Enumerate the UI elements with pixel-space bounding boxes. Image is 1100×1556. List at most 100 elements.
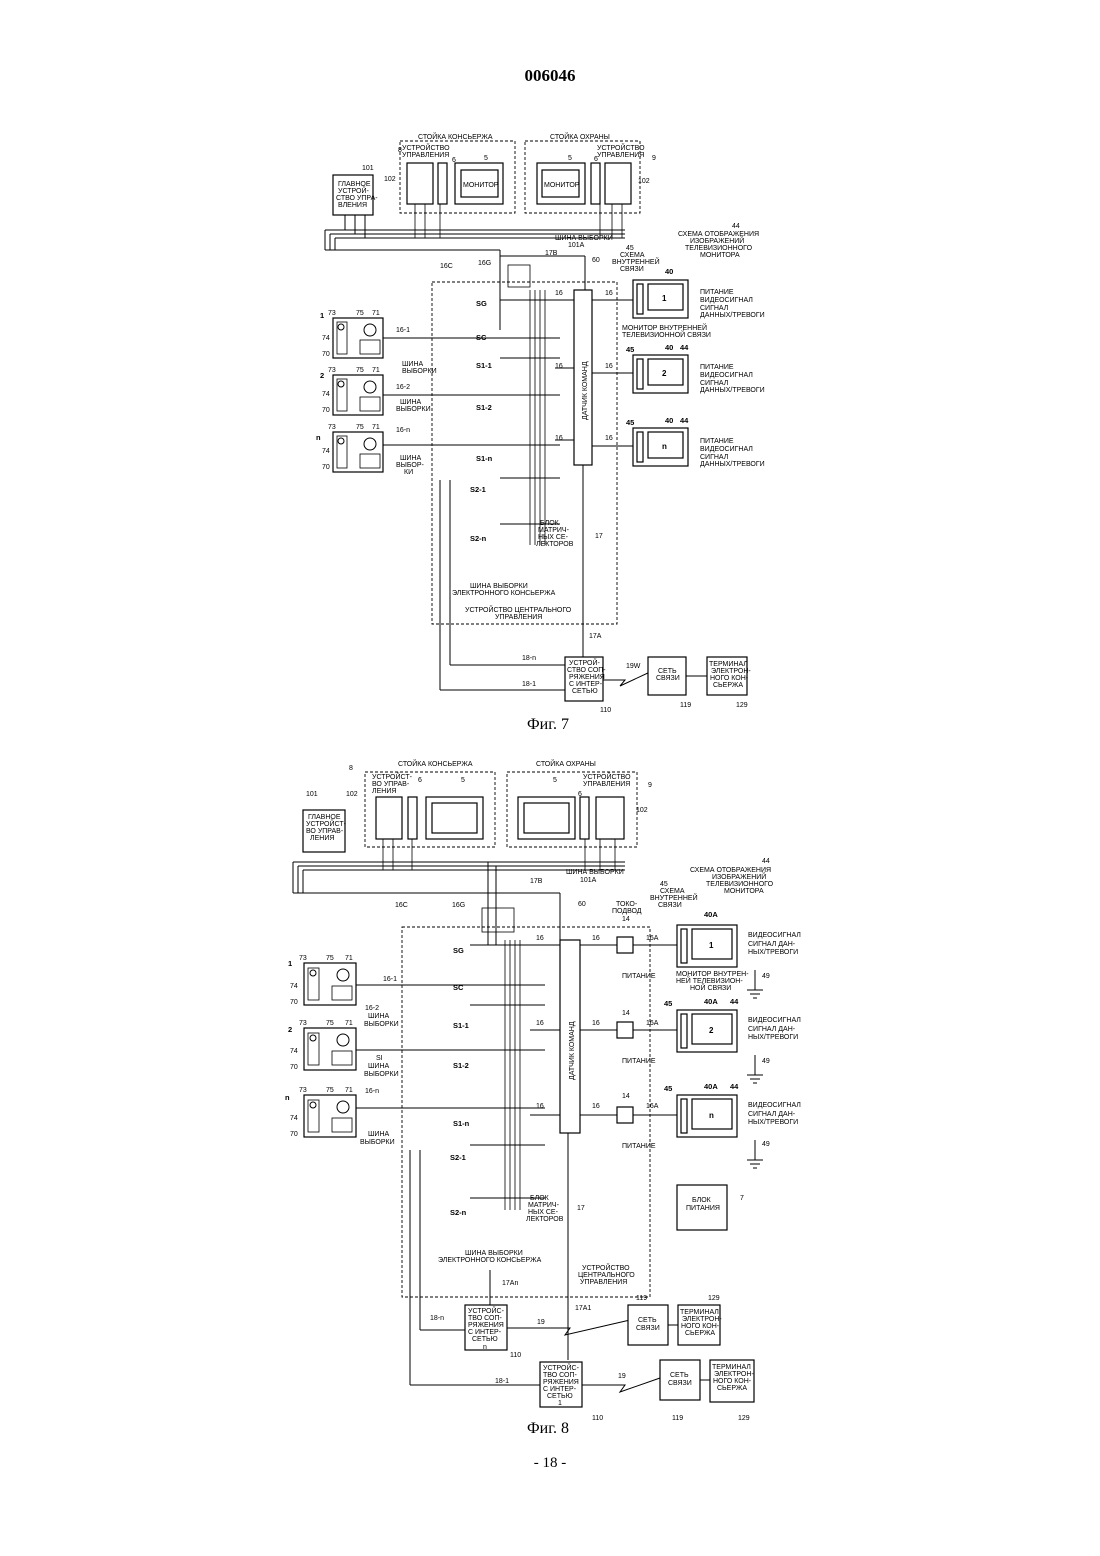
svg-text:70: 70 — [322, 351, 330, 358]
svg-text:ЭЛЕКТРОННОГО КОНСЬЕРЖА: ЭЛЕКТРОННОГО КОНСЬЕРЖА — [438, 1257, 542, 1264]
svg-text:S1-2: S1-2 — [476, 403, 492, 412]
svg-text:ШИНА: ШИНА — [400, 455, 422, 462]
svg-text:ВИДЕОСИГНАЛ: ВИДЕОСИГНАЛ — [700, 372, 753, 379]
svg-text:7: 7 — [740, 1195, 744, 1202]
svg-text:6: 6 — [418, 777, 422, 784]
svg-text:129: 129 — [736, 702, 748, 709]
svg-text:РЯЖЕНИЯ: РЯЖЕНИЯ — [569, 674, 605, 681]
svg-text:70: 70 — [322, 407, 330, 414]
svg-text:ПИТАНИЕ: ПИТАНИЕ — [700, 364, 734, 371]
svg-text:СИГНАЛ: СИГНАЛ — [700, 380, 729, 387]
figure-7-caption: Фиг. 7 — [527, 716, 569, 734]
svg-text:2: 2 — [320, 371, 324, 380]
svg-text:44: 44 — [680, 343, 689, 352]
fig7-monitor-2: 2 45 40 44 — [626, 343, 689, 393]
svg-text:71: 71 — [372, 367, 380, 374]
svg-text:РЯЖЕНИЯ: РЯЖЕНИЯ — [468, 1322, 504, 1329]
svg-text:60: 60 — [578, 901, 586, 908]
svg-text:ДАННЫХ/ТРЕВОГИ: ДАННЫХ/ТРЕВОГИ — [700, 312, 765, 319]
svg-text:75: 75 — [326, 955, 334, 962]
svg-text:73: 73 — [328, 310, 336, 317]
svg-text:16G: 16G — [452, 902, 465, 909]
svg-text:СВЯЗИ: СВЯЗИ — [620, 266, 644, 273]
svg-text:УСТРОЙСТ-: УСТРОЙСТ- — [372, 772, 413, 781]
fig7-selector-switches — [500, 290, 574, 545]
svg-text:ЛЕНИЯ: ЛЕНИЯ — [310, 835, 334, 842]
svg-text:16-1: 16-1 — [383, 976, 397, 983]
fig7-station-1: 1 73 75 71 74 70 — [320, 310, 383, 358]
svg-text:40: 40 — [665, 416, 673, 425]
svg-text:44: 44 — [762, 858, 770, 865]
svg-text:ТОКО-: ТОКО- — [616, 901, 638, 908]
svg-text:УСТРОЙСТ-: УСТРОЙСТ- — [306, 819, 347, 828]
svg-text:49: 49 — [762, 1058, 770, 1065]
svg-text:40A: 40A — [704, 1082, 718, 1091]
svg-text:S2-1: S2-1 — [470, 485, 486, 494]
svg-text:16: 16 — [592, 1103, 600, 1110]
svg-text:НЫХ СЕ-: НЫХ СЕ- — [538, 534, 569, 541]
svg-text:110: 110 — [600, 707, 611, 714]
svg-text:16G: 16G — [478, 260, 491, 267]
svg-text:БЛОК: БЛОК — [530, 1195, 550, 1202]
svg-text:44: 44 — [680, 416, 689, 425]
svg-text:ДАННЫХ/ТРЕВОГИ: ДАННЫХ/ТРЕВОГИ — [700, 461, 765, 468]
svg-text:ВИДЕОСИГНАЛ: ВИДЕОСИГНАЛ — [700, 297, 753, 304]
svg-text:16: 16 — [536, 1103, 544, 1110]
svg-text:СЕТЬ: СЕТЬ — [658, 668, 677, 675]
svg-text:КИ: КИ — [404, 469, 413, 476]
svg-text:МОНИТОРА: МОНИТОРА — [724, 888, 764, 895]
svg-text:СЬЕРЖА: СЬЕРЖА — [713, 682, 743, 689]
svg-text:49: 49 — [762, 1141, 770, 1148]
svg-text:16: 16 — [605, 363, 613, 370]
svg-text:ПИТАНИЕ: ПИТАНИЕ — [622, 1143, 656, 1150]
svg-text:ДАТЧИК КОМАНД: ДАТЧИК КОМАНД — [582, 361, 589, 420]
security-stand-label: СТОЙКА ОХРАНЫ — [550, 132, 610, 141]
svg-text:9: 9 — [648, 782, 652, 789]
svg-text:1: 1 — [320, 311, 324, 320]
svg-text:ТЕРМИНАЛ: ТЕРМИНАЛ — [709, 661, 748, 668]
svg-text:119: 119 — [672, 1415, 683, 1422]
svg-text:УСТРОЙ-: УСТРОЙ- — [569, 658, 601, 667]
svg-text:УСТРОЙСТВО: УСТРОЙСТВО — [583, 772, 631, 781]
svg-text:НОГО КОН-: НОГО КОН- — [713, 1378, 752, 1385]
svg-text:18-n: 18-n — [522, 655, 536, 662]
svg-text:ДАННЫХ/ТРЕВОГИ: ДАННЫХ/ТРЕВОГИ — [700, 387, 765, 394]
svg-text:70: 70 — [290, 1131, 298, 1138]
svg-text:СЕТЬЮ: СЕТЬЮ — [572, 688, 598, 695]
svg-text:16A: 16A — [646, 935, 659, 942]
svg-text:ЭЛЕКТРОННОГО КОНСЬЕРЖА: ЭЛЕКТРОННОГО КОНСЬЕРЖА — [452, 590, 556, 597]
svg-text:102: 102 — [636, 807, 648, 814]
svg-text:ВИДЕОСИГНАЛ: ВИДЕОСИГНАЛ — [748, 932, 801, 939]
svg-text:S1-2: S1-2 — [453, 1061, 469, 1070]
svg-text:73: 73 — [328, 424, 336, 431]
svg-text:ШИНА: ШИНА — [368, 1131, 390, 1138]
svg-text:ШИНА ВЫБОРКИ: ШИНА ВЫБОРКИ — [555, 235, 613, 242]
svg-text:СЕТЬЮ: СЕТЬЮ — [472, 1336, 498, 1343]
svg-text:ШИНА: ШИНА — [368, 1013, 390, 1020]
svg-text:УПРАВЛЕНИЯ: УПРАВЛЕНИЯ — [597, 152, 644, 159]
svg-text:НЫХ/ТРЕВОГИ: НЫХ/ТРЕВОГИ — [748, 1034, 798, 1041]
svg-text:SC: SC — [453, 983, 464, 992]
svg-text:102: 102 — [638, 178, 650, 185]
svg-text:ПИТАНИЕ: ПИТАНИЕ — [700, 289, 734, 296]
svg-text:8: 8 — [349, 765, 353, 772]
svg-text:16: 16 — [592, 1020, 600, 1027]
svg-text:МОНИТОР ВНУТРЕН-: МОНИТОР ВНУТРЕН- — [676, 971, 749, 978]
svg-text:МОНИТОР: МОНИТОР — [544, 182, 580, 189]
svg-text:75: 75 — [356, 367, 364, 374]
svg-text:110: 110 — [510, 1352, 521, 1359]
svg-text:101: 101 — [306, 791, 318, 798]
svg-text:40: 40 — [665, 267, 673, 276]
svg-text:45: 45 — [664, 999, 672, 1008]
svg-text:SG: SG — [453, 946, 464, 955]
svg-text:СЕТЬ: СЕТЬ — [638, 1317, 657, 1324]
svg-text:16A: 16A — [646, 1020, 659, 1027]
svg-text:НЫХ/ТРЕВОГИ: НЫХ/ТРЕВОГИ — [748, 949, 798, 956]
fig8-selector-switches — [470, 940, 560, 1210]
svg-text:ШИНА ВЫБОРКИ: ШИНА ВЫБОРКИ — [470, 583, 528, 590]
svg-text:5: 5 — [461, 777, 465, 784]
svg-text:S2-n: S2-n — [470, 534, 487, 543]
svg-text:44: 44 — [732, 223, 740, 230]
svg-text:С ИНТЕР-: С ИНТЕР- — [543, 1386, 577, 1393]
svg-text:18-1: 18-1 — [522, 681, 536, 688]
